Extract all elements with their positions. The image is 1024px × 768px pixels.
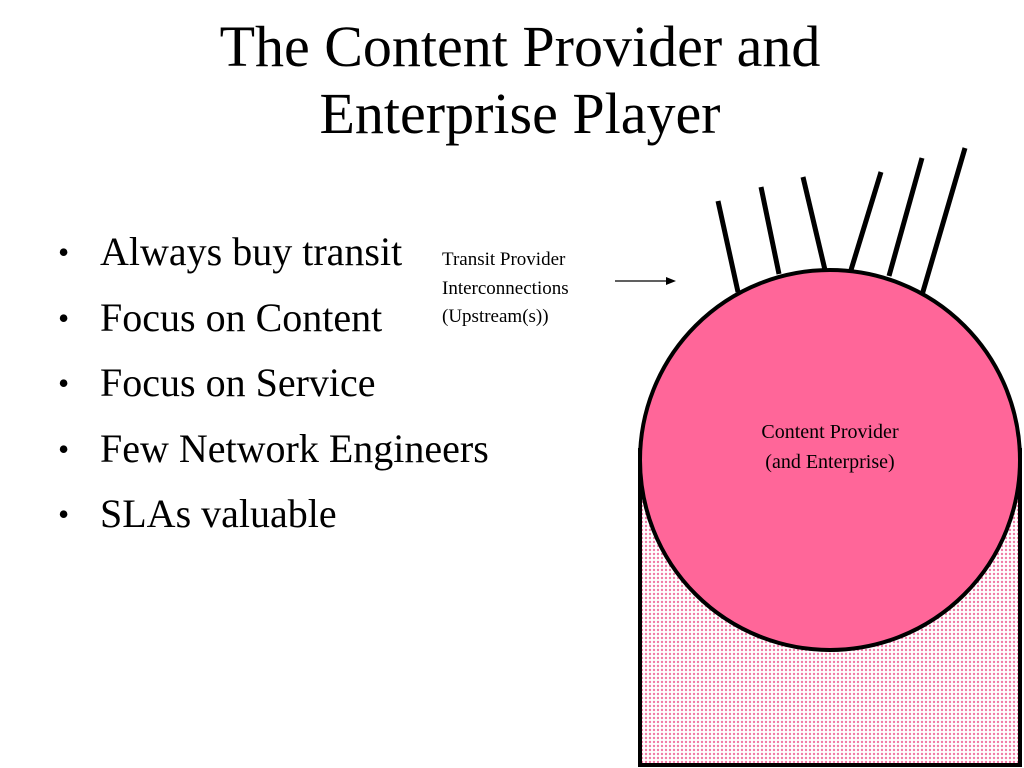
title-line-2: Enterprise Player: [319, 80, 721, 146]
bullet-item: Always buy transit: [58, 232, 489, 273]
bullet-item: Focus on Service: [58, 363, 489, 404]
node-label-line-1: Content Provider: [761, 421, 899, 443]
content-provider-node: [638, 268, 1022, 652]
callout-line-3: (Upstream(s)): [442, 306, 549, 327]
upstream-link-line: [715, 200, 741, 293]
upstream-link-line: [919, 147, 968, 296]
title-line-1: The Content Provider and: [219, 14, 821, 79]
callout-line-1: Transit Provider: [442, 249, 566, 270]
node-label: Content Provider (and Enterprise): [725, 417, 935, 477]
upstream-link-line: [848, 171, 884, 271]
upstream-link-line: [886, 157, 925, 277]
upstream-link-line: [758, 186, 782, 275]
slide-title: The Content Provider and Enterprise Play…: [0, 14, 1024, 147]
bullet-list: Always buy transit Focus on Content Focu…: [58, 232, 489, 560]
upstream-link-line: [800, 176, 828, 271]
bullet-item: SLAs valuable: [58, 494, 489, 535]
bullet-item: Few Network Engineers: [58, 428, 489, 469]
transit-callout-label: Transit Provider Interconnections (Upstr…: [442, 246, 569, 332]
callout-arrow: [615, 277, 676, 285]
node-label-line-2: (and Enterprise): [765, 451, 895, 473]
bullet-item: Focus on Content: [58, 297, 489, 338]
callout-line-2: Interconnections: [442, 277, 569, 299]
